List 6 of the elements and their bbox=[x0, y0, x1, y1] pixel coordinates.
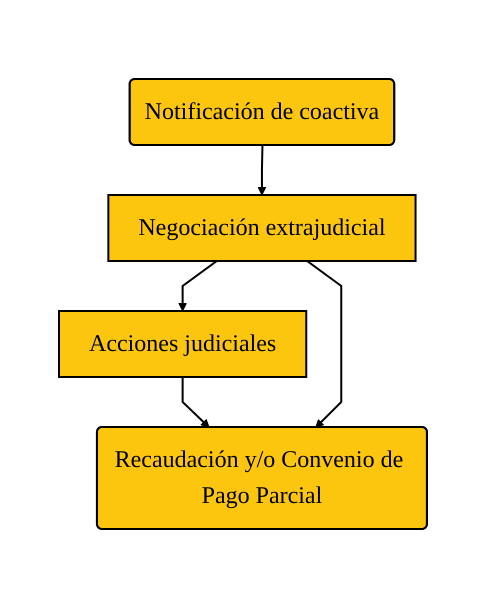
node-box: Acciones judiciales bbox=[58, 310, 307, 378]
arrow bbox=[178, 260, 217, 311]
arrow bbox=[257, 144, 266, 195]
arrow bbox=[181, 376, 210, 428]
node-box: Negociación extrajudicial bbox=[106, 194, 416, 262]
arrow bbox=[306, 260, 342, 428]
